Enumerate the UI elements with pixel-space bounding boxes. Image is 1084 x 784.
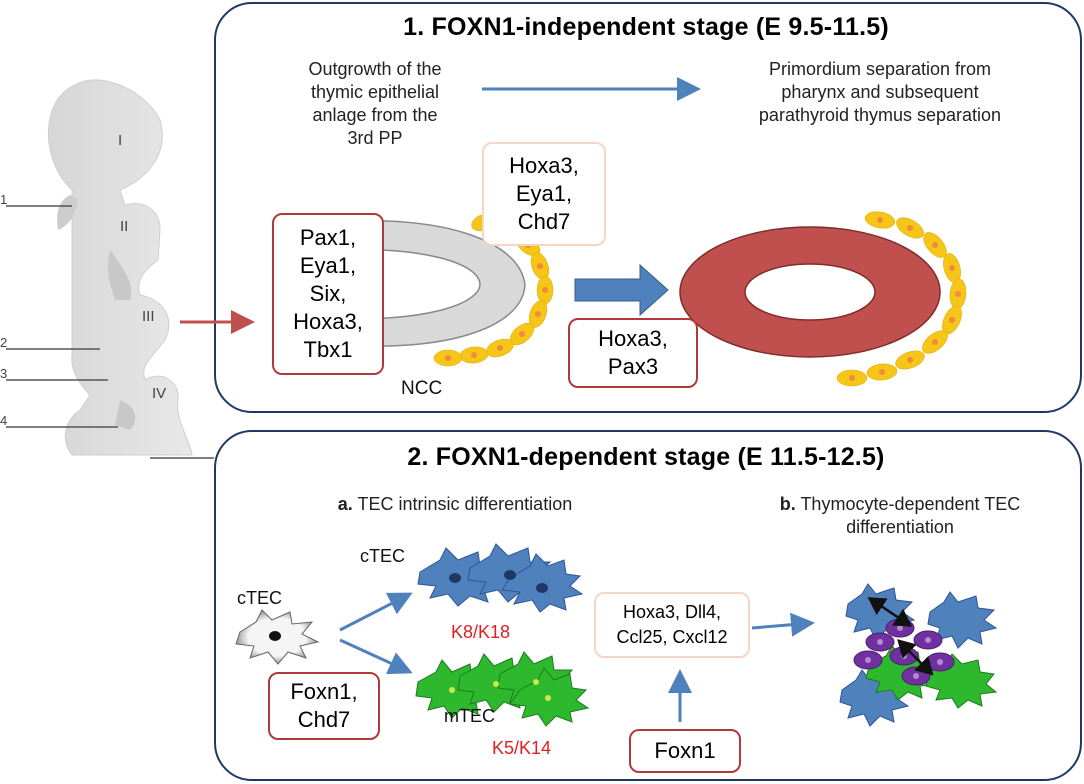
pouch-number-1: 1: [0, 192, 8, 207]
arch-numeral-2: II: [120, 218, 129, 235]
gene-label: Eya1,: [515, 181, 573, 206]
gene-label: Hoxa3,: [509, 153, 579, 178]
mtec-nuclei: [449, 679, 551, 701]
pharynx-shape: [47, 79, 193, 456]
gene-label: Hoxa3, Dll4,: [622, 602, 722, 622]
subtitle-a-letter: a.: [337, 494, 353, 514]
genes-arrow-box: Hoxa3, Pax3: [568, 318, 698, 388]
mtec-label: mTEC: [444, 706, 495, 726]
ctec-progenitor-cell: [235, 609, 320, 665]
caption-line: pharynx and subsequent: [781, 82, 979, 102]
gene-label: Foxn1: [654, 738, 716, 763]
stage2-title: 2. FOXN1-dependent stage (E 11.5-12.5): [407, 443, 885, 471]
gene-label: Foxn1,: [290, 679, 358, 704]
interaction-arrow-bottom: [897, 639, 934, 676]
gene-label: Tbx1: [303, 337, 353, 362]
pouch-number-4: 4: [0, 413, 8, 428]
stage1-left-caption: Outgrowth of the thymic epithelial anlag…: [270, 58, 480, 150]
gene-label: Chd7: [517, 209, 571, 234]
gene-label: Pax3: [607, 354, 659, 379]
foxn1-box: Foxn1: [629, 729, 741, 773]
subtitle-a: a. TEC intrinsic differentiation: [295, 493, 615, 516]
caption-line: Outgrowth of the: [308, 59, 442, 79]
genes-foxn1-chd7-box: Foxn1, Chd7: [268, 672, 380, 740]
arch-numeral-1: I: [118, 132, 123, 149]
arch-numeral-3: III: [142, 308, 155, 325]
ctec-progenitor-label: cTEC: [237, 588, 282, 608]
gene-label: Six,: [309, 281, 347, 306]
gene-label: Hoxa3,: [293, 309, 363, 334]
k8-k18-marker: K8/K18: [451, 622, 511, 642]
k5-k14-marker: K5/K14: [492, 738, 552, 758]
ctec-cluster: [417, 543, 584, 613]
mtec-cluster: [415, 651, 590, 727]
subtitle-b-letter: b.: [779, 494, 796, 514]
gene-label: Hoxa3,: [598, 326, 668, 351]
stage1-title: 1. FOXN1-independent stage (E 9.5-11.5): [403, 13, 889, 41]
arch-numeral-4: IV: [152, 385, 167, 402]
interaction-arrow-top: [867, 597, 913, 627]
subtitle-b: b. Thymocyte-dependent TEC differentiati…: [740, 493, 1060, 539]
caption-line: parathyroid thymus separation: [758, 105, 1002, 125]
to-ctec-arrow: [339, 592, 413, 632]
to-mtec-arrow: [339, 638, 413, 675]
ncc-nuclei-right: [849, 217, 961, 381]
caption-line: Primordium separation from: [768, 59, 992, 79]
separation-arrow: [574, 263, 669, 317]
subtitle-b-text2: differentiation: [846, 517, 954, 537]
stage1-right-caption: Primordium separation from pharynx and s…: [720, 58, 1040, 127]
foxn1-targets-box: Hoxa3, Dll4, Ccl25, Cxcl12: [594, 592, 750, 658]
ncc-label: NCC: [401, 378, 443, 399]
pouch-number-2: 2: [0, 335, 8, 350]
gene-label: Ccl25, Cxcl12: [616, 627, 728, 647]
caption-line: 3rd PP: [347, 128, 403, 148]
pouch-number-3: 3: [0, 366, 8, 381]
gene-label: Chd7: [297, 707, 351, 732]
subtitle-a-text: TEC intrinsic differentiation: [352, 494, 573, 514]
genes-top-box: Hoxa3, Eya1, Chd7: [482, 142, 606, 246]
genes-main-box: Pax1, Eya1, Six, Hoxa3, Tbx1: [272, 213, 384, 375]
subtitle-b-text: Thymocyte-dependent TEC: [795, 494, 1021, 514]
gene-label: Pax1,: [299, 225, 357, 250]
ctec-label: cTEC: [360, 546, 405, 566]
caption-line: thymic epithelial: [310, 82, 440, 102]
ctec-nuclei: [449, 570, 548, 593]
caption-line: anlage from the: [312, 105, 438, 125]
targets-to-cluster-arrow: [751, 612, 815, 637]
gene-label: Eya1,: [299, 253, 357, 278]
thymocyte-cluster: [839, 583, 998, 727]
thymus-primordium-ring: [679, 226, 941, 358]
